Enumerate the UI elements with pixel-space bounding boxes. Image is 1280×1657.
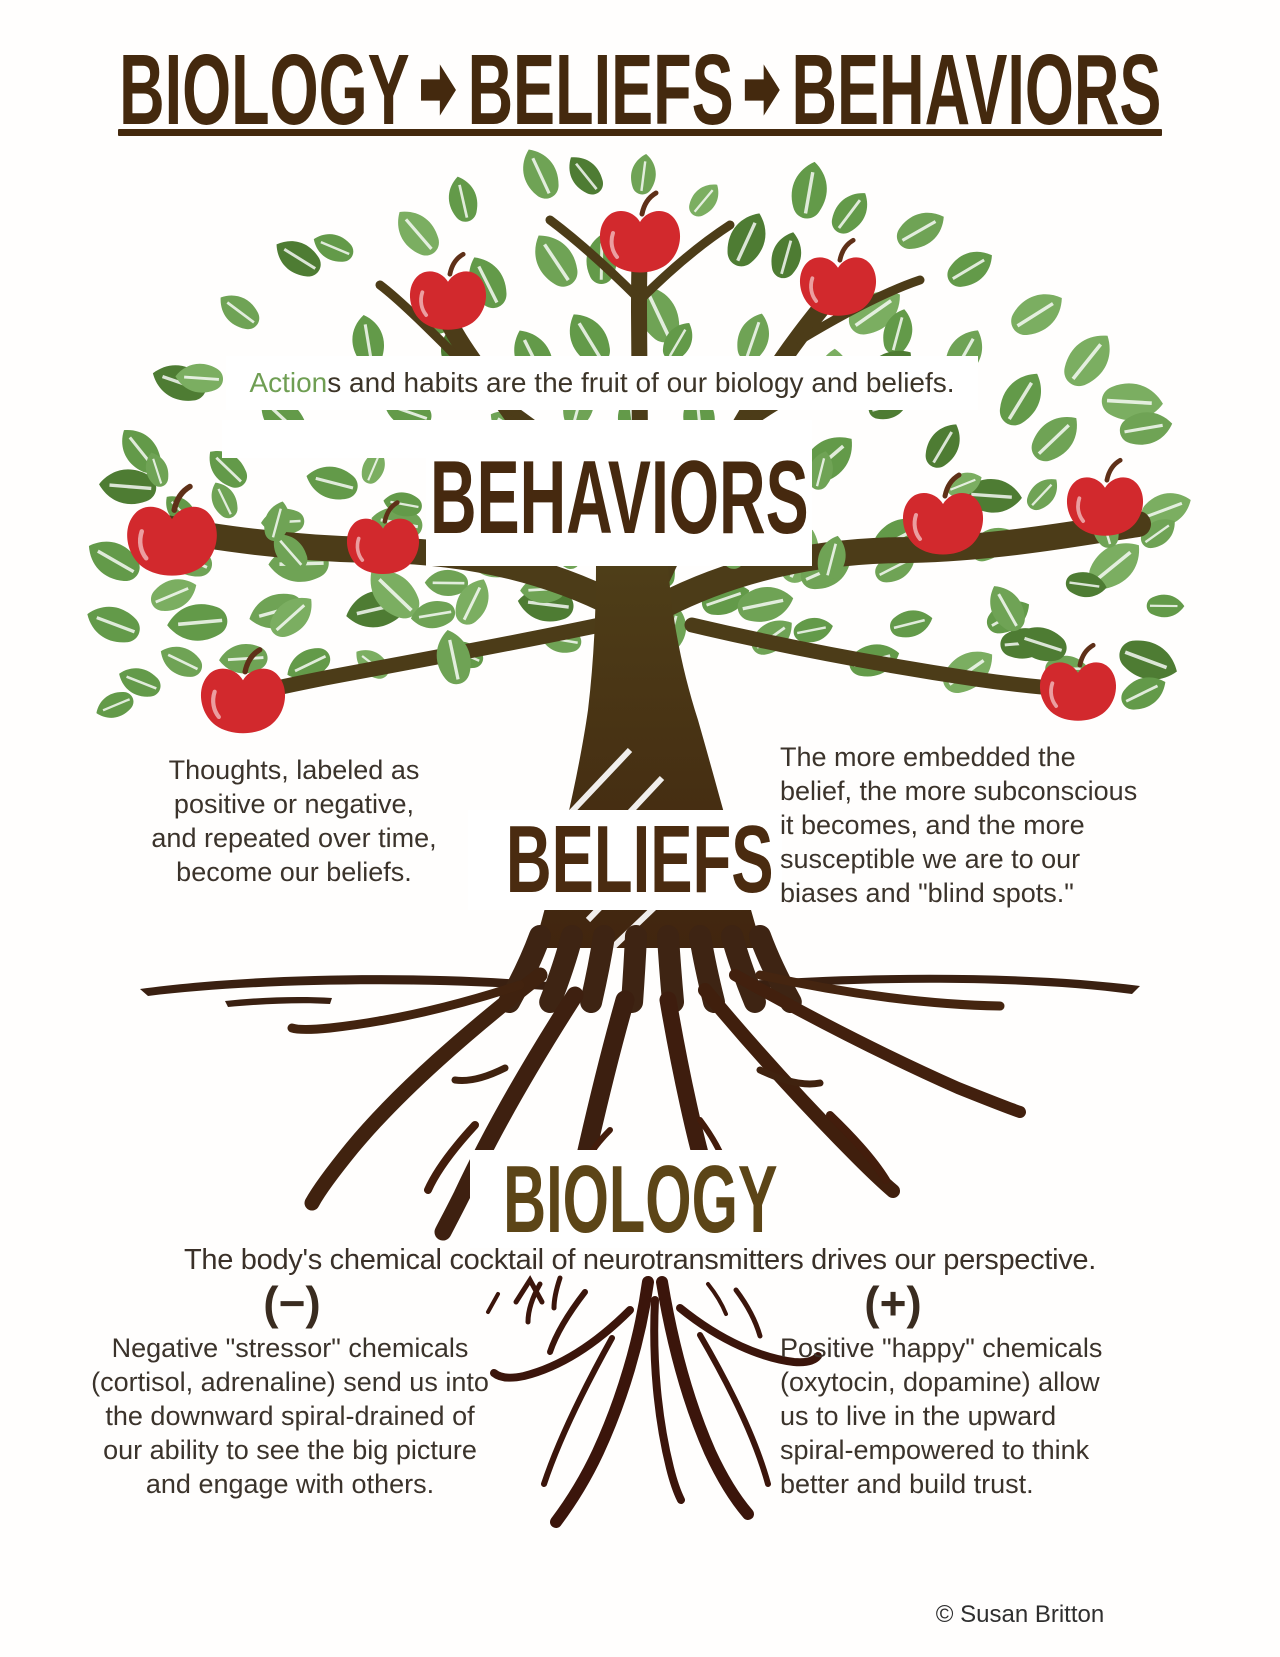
title-word-behaviors: BEHAVIORS: [791, 34, 1162, 146]
beliefs-left-text: Thoughts, labeled as positive or negativ…: [151, 755, 437, 887]
beliefs-label: BELIEFS: [506, 806, 774, 913]
arrow-right-icon: [420, 64, 456, 116]
beliefs-right-text: The more embedded the belief, the more s…: [780, 742, 1138, 908]
copyright: © Susan Britton: [935, 1601, 1105, 1628]
positive-symbol: (+): [864, 1277, 922, 1329]
biology-subtitle: The body's chemical cocktail of neurotra…: [183, 1244, 1097, 1276]
title-word-biology: BIOLOGY: [118, 34, 410, 146]
page-title: BIOLOGY BELIEFS BEHAVIORS: [0, 40, 1280, 140]
positive-text: Positive "happy" chemicals (oxytocin, do…: [780, 1333, 1103, 1499]
beliefs-backdrop: [468, 810, 782, 910]
banner-notch: [222, 420, 428, 458]
biology-label: BIOLOGY: [502, 1146, 778, 1253]
negative-text: Negative "stressor" chemicals (cortisol,…: [91, 1333, 489, 1499]
actions-banner-text: s and habits are the fruit of our biolog…: [327, 367, 955, 398]
title-underline: [118, 129, 1162, 136]
actions-banner: Actions and habits are the fruit of our …: [226, 356, 978, 410]
lower-root-cluster: [486, 1275, 822, 1528]
ground-line: [140, 974, 1140, 1007]
behaviors-label: BEHAVIORS: [426, 420, 812, 566]
arrow-right-icon: [744, 64, 780, 116]
title-word-beliefs: BELIEFS: [467, 34, 734, 146]
biology-backdrop: [470, 1150, 770, 1248]
actions-banner-green-word: Action: [249, 367, 328, 398]
negative-symbol: (−): [263, 1277, 321, 1329]
